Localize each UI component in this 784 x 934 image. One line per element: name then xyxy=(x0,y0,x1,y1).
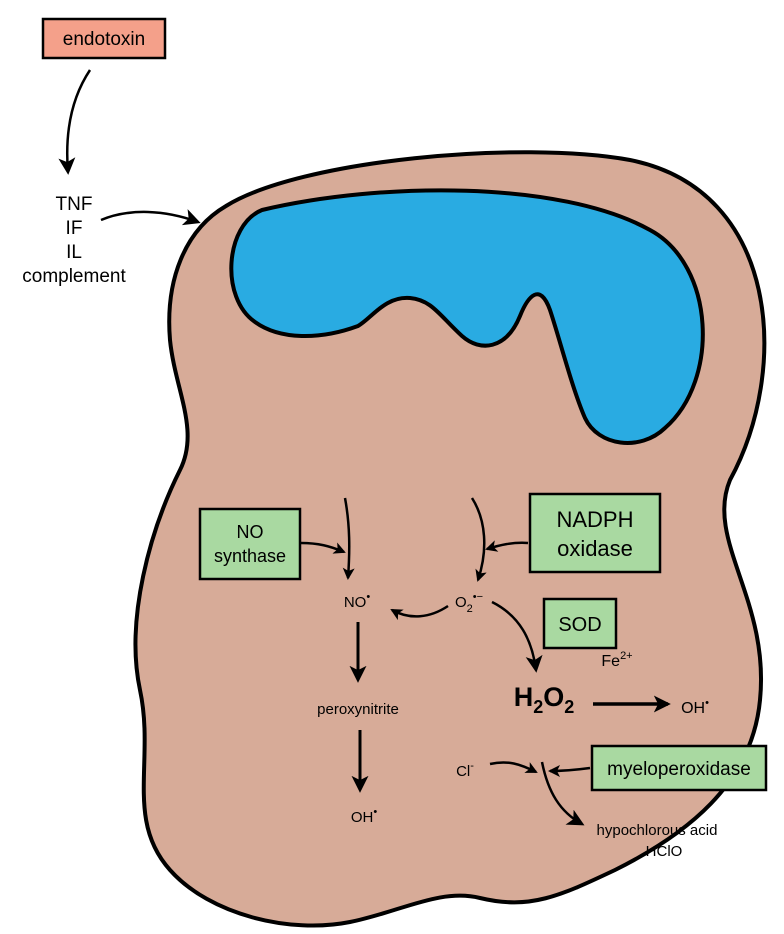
peroxynitrite-label: peroxynitrite xyxy=(317,701,399,718)
endotoxin-label: endotoxin xyxy=(63,29,145,50)
hypochlorous-acid-label: hypochlorous acid xyxy=(597,822,718,839)
mediator-if: IF xyxy=(66,218,83,239)
no-synthase-box xyxy=(200,509,300,579)
mediator-complement: complement xyxy=(22,266,126,287)
no-synthase-label-line2: synthase xyxy=(214,546,286,566)
sod-label: SOD xyxy=(558,614,601,636)
myeloperoxidase-label: myeloperoxidase xyxy=(607,759,751,780)
mediator-tnf: TNF xyxy=(56,194,93,215)
nadph-oxidase-label-line1: NADPH xyxy=(556,507,633,532)
mediator-il: IL xyxy=(66,242,82,263)
no-synthase-label-line1: NO xyxy=(237,522,264,542)
arrow-mediators-to-cell xyxy=(101,212,198,222)
hypochlorous-acid-formula: HClO xyxy=(646,843,683,860)
hydroxyl-radical-right: OH• xyxy=(681,697,709,717)
arrow-endotoxin-to-mediators xyxy=(67,70,90,172)
nadph-oxidase-label-line2: oxidase xyxy=(557,536,633,561)
